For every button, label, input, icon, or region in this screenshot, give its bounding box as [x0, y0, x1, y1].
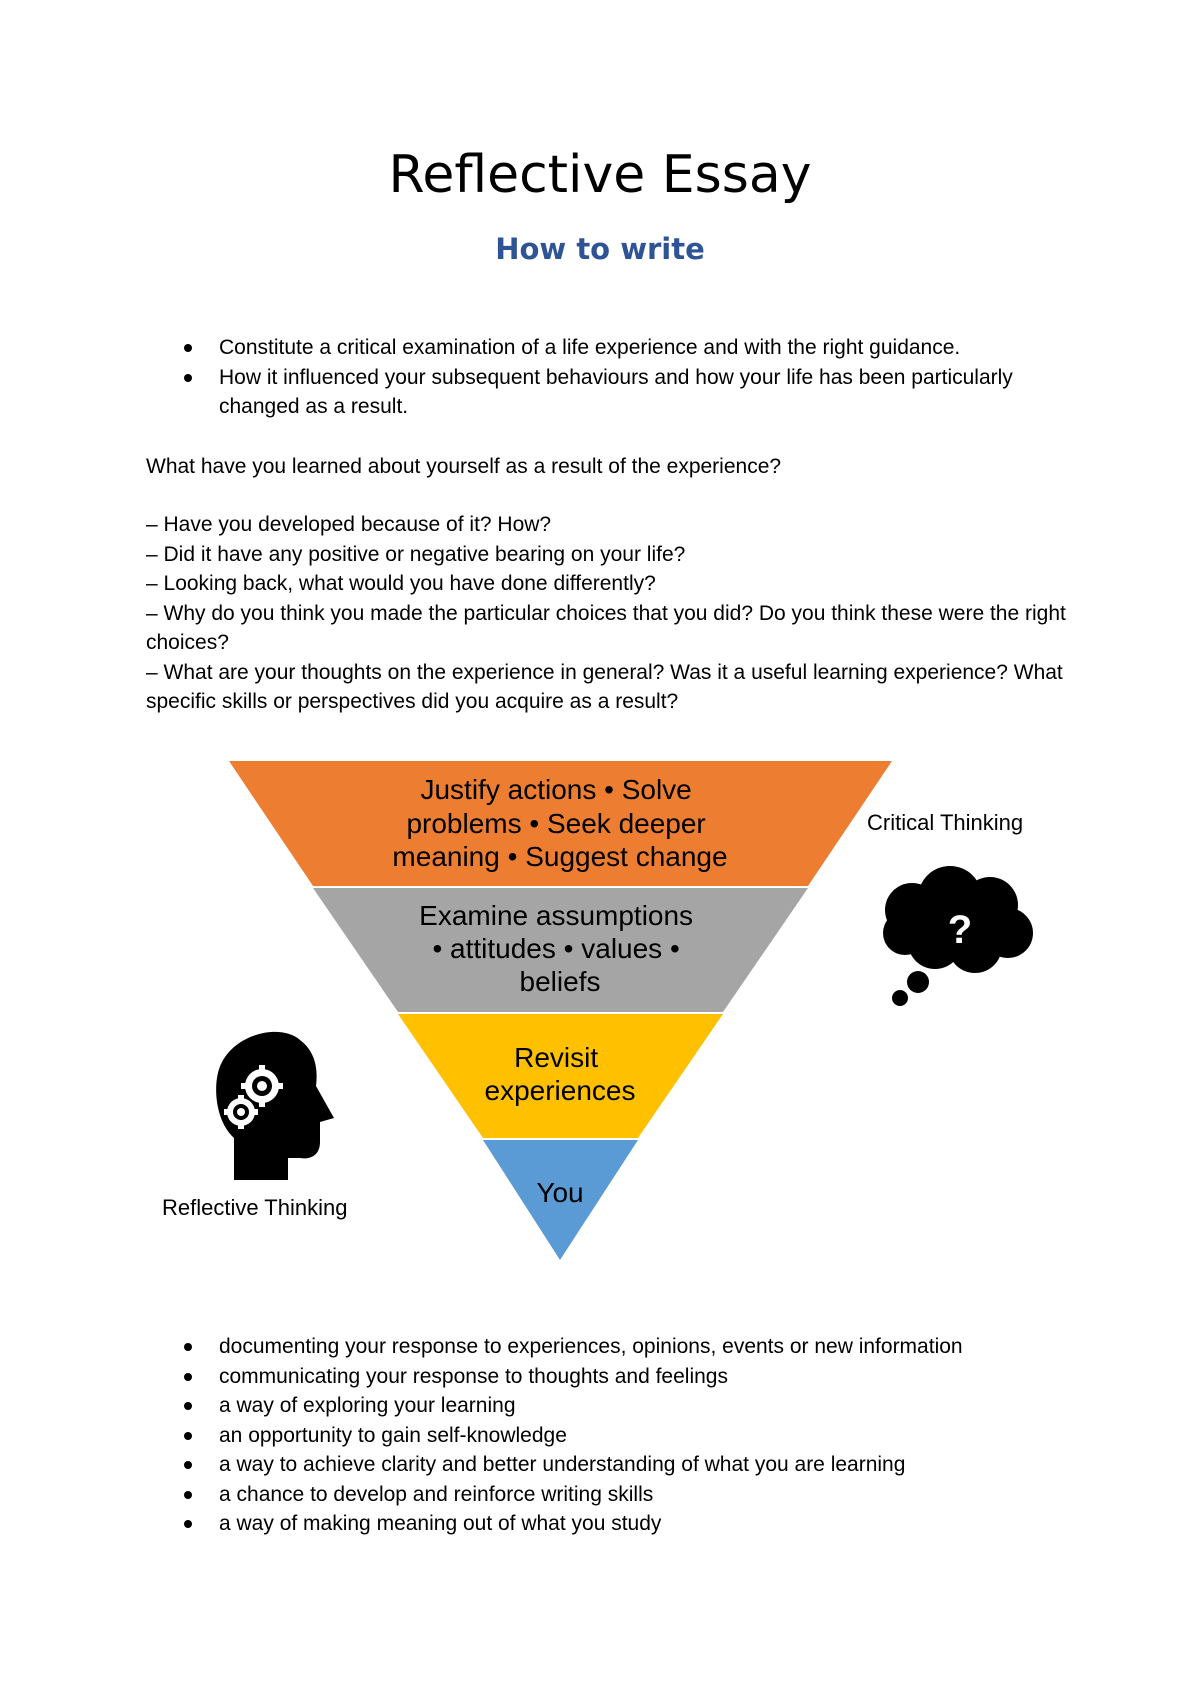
level-text-examine: Examine assumptions • attitudes • values… — [419, 900, 701, 997]
prompt-line: – Did it have any positive or negative b… — [146, 542, 686, 566]
pyramid-level-you — [483, 1140, 638, 1260]
benefit-bullet-item: a way of exploring your learning — [146, 1391, 1076, 1421]
prompt-line: – Have you developed because of it? How? — [146, 513, 552, 536]
level-line: meaning • Suggest change — [392, 841, 727, 872]
pyramid-level-revisit — [398, 1014, 723, 1138]
intro-bullet-item: Constitute a critical examination of a l… — [146, 333, 1076, 363]
benefit-bullet-list: documenting your response to experiences… — [146, 1332, 1076, 1539]
level-line: experiences — [485, 1075, 636, 1106]
prompt-line: – What are your thoughts on the experien… — [146, 660, 1063, 714]
benefit-bullet-item: a chance to develop and reinforce writin… — [146, 1480, 1076, 1510]
thought-bubble-question-icon: ? — [883, 866, 1033, 1006]
reflection-prompts: – Have you developed because of it? How?… — [146, 510, 1086, 717]
pyramid-level-examine — [313, 888, 808, 1012]
intro-bullet-list: Constitute a critical examination of a l… — [146, 333, 1076, 422]
page-subtitle: How to write — [495, 232, 705, 266]
benefit-bullet-item: a way of making meaning out of what you … — [146, 1509, 1076, 1539]
level-line: Revisit — [514, 1042, 598, 1073]
level-text-you: You — [536, 1177, 583, 1208]
reflection-question: What have you learned about yourself as … — [146, 455, 782, 478]
benefit-bullet-item: an opportunity to gain self-knowledge — [146, 1421, 1076, 1451]
level-text-revisit: Revisit experiences — [485, 1042, 636, 1106]
level-line: Examine assumptions — [419, 900, 693, 931]
level-line: beliefs — [520, 966, 601, 997]
page-title: Reflective Essay — [388, 145, 812, 205]
level-line: • attitudes • values • — [432, 933, 679, 964]
level-line: You — [536, 1177, 583, 1208]
critical-thinking-label: Critical Thinking — [867, 810, 1023, 835]
prompt-line: – Why do you think you made the particul… — [146, 601, 1066, 655]
benefit-bullet-item: a way to achieve clarity and better unde… — [146, 1450, 1076, 1480]
benefit-bullet-item: communicating your response to thoughts … — [146, 1362, 1076, 1392]
thinking-pyramid-diagram: Justify actions • Solve problems • Seek … — [162, 761, 1033, 1260]
head-gears-icon — [216, 1031, 334, 1180]
intro-bullet-item: How it influenced your subsequent behavi… — [146, 363, 1076, 422]
pyramid-level-justify — [229, 761, 892, 886]
level-line: Justify actions • Solve — [420, 774, 691, 805]
level-line: problems • Seek deeper — [406, 808, 705, 839]
level-text-justify: Justify actions • Solve problems • Seek … — [392, 774, 727, 872]
reflective-thinking-label: Reflective Thinking — [162, 1195, 347, 1220]
prompt-line: – Looking back, what would you have done… — [146, 572, 656, 595]
benefit-bullet-item: documenting your response to experiences… — [146, 1332, 1076, 1362]
question-mark: ? — [948, 908, 972, 952]
